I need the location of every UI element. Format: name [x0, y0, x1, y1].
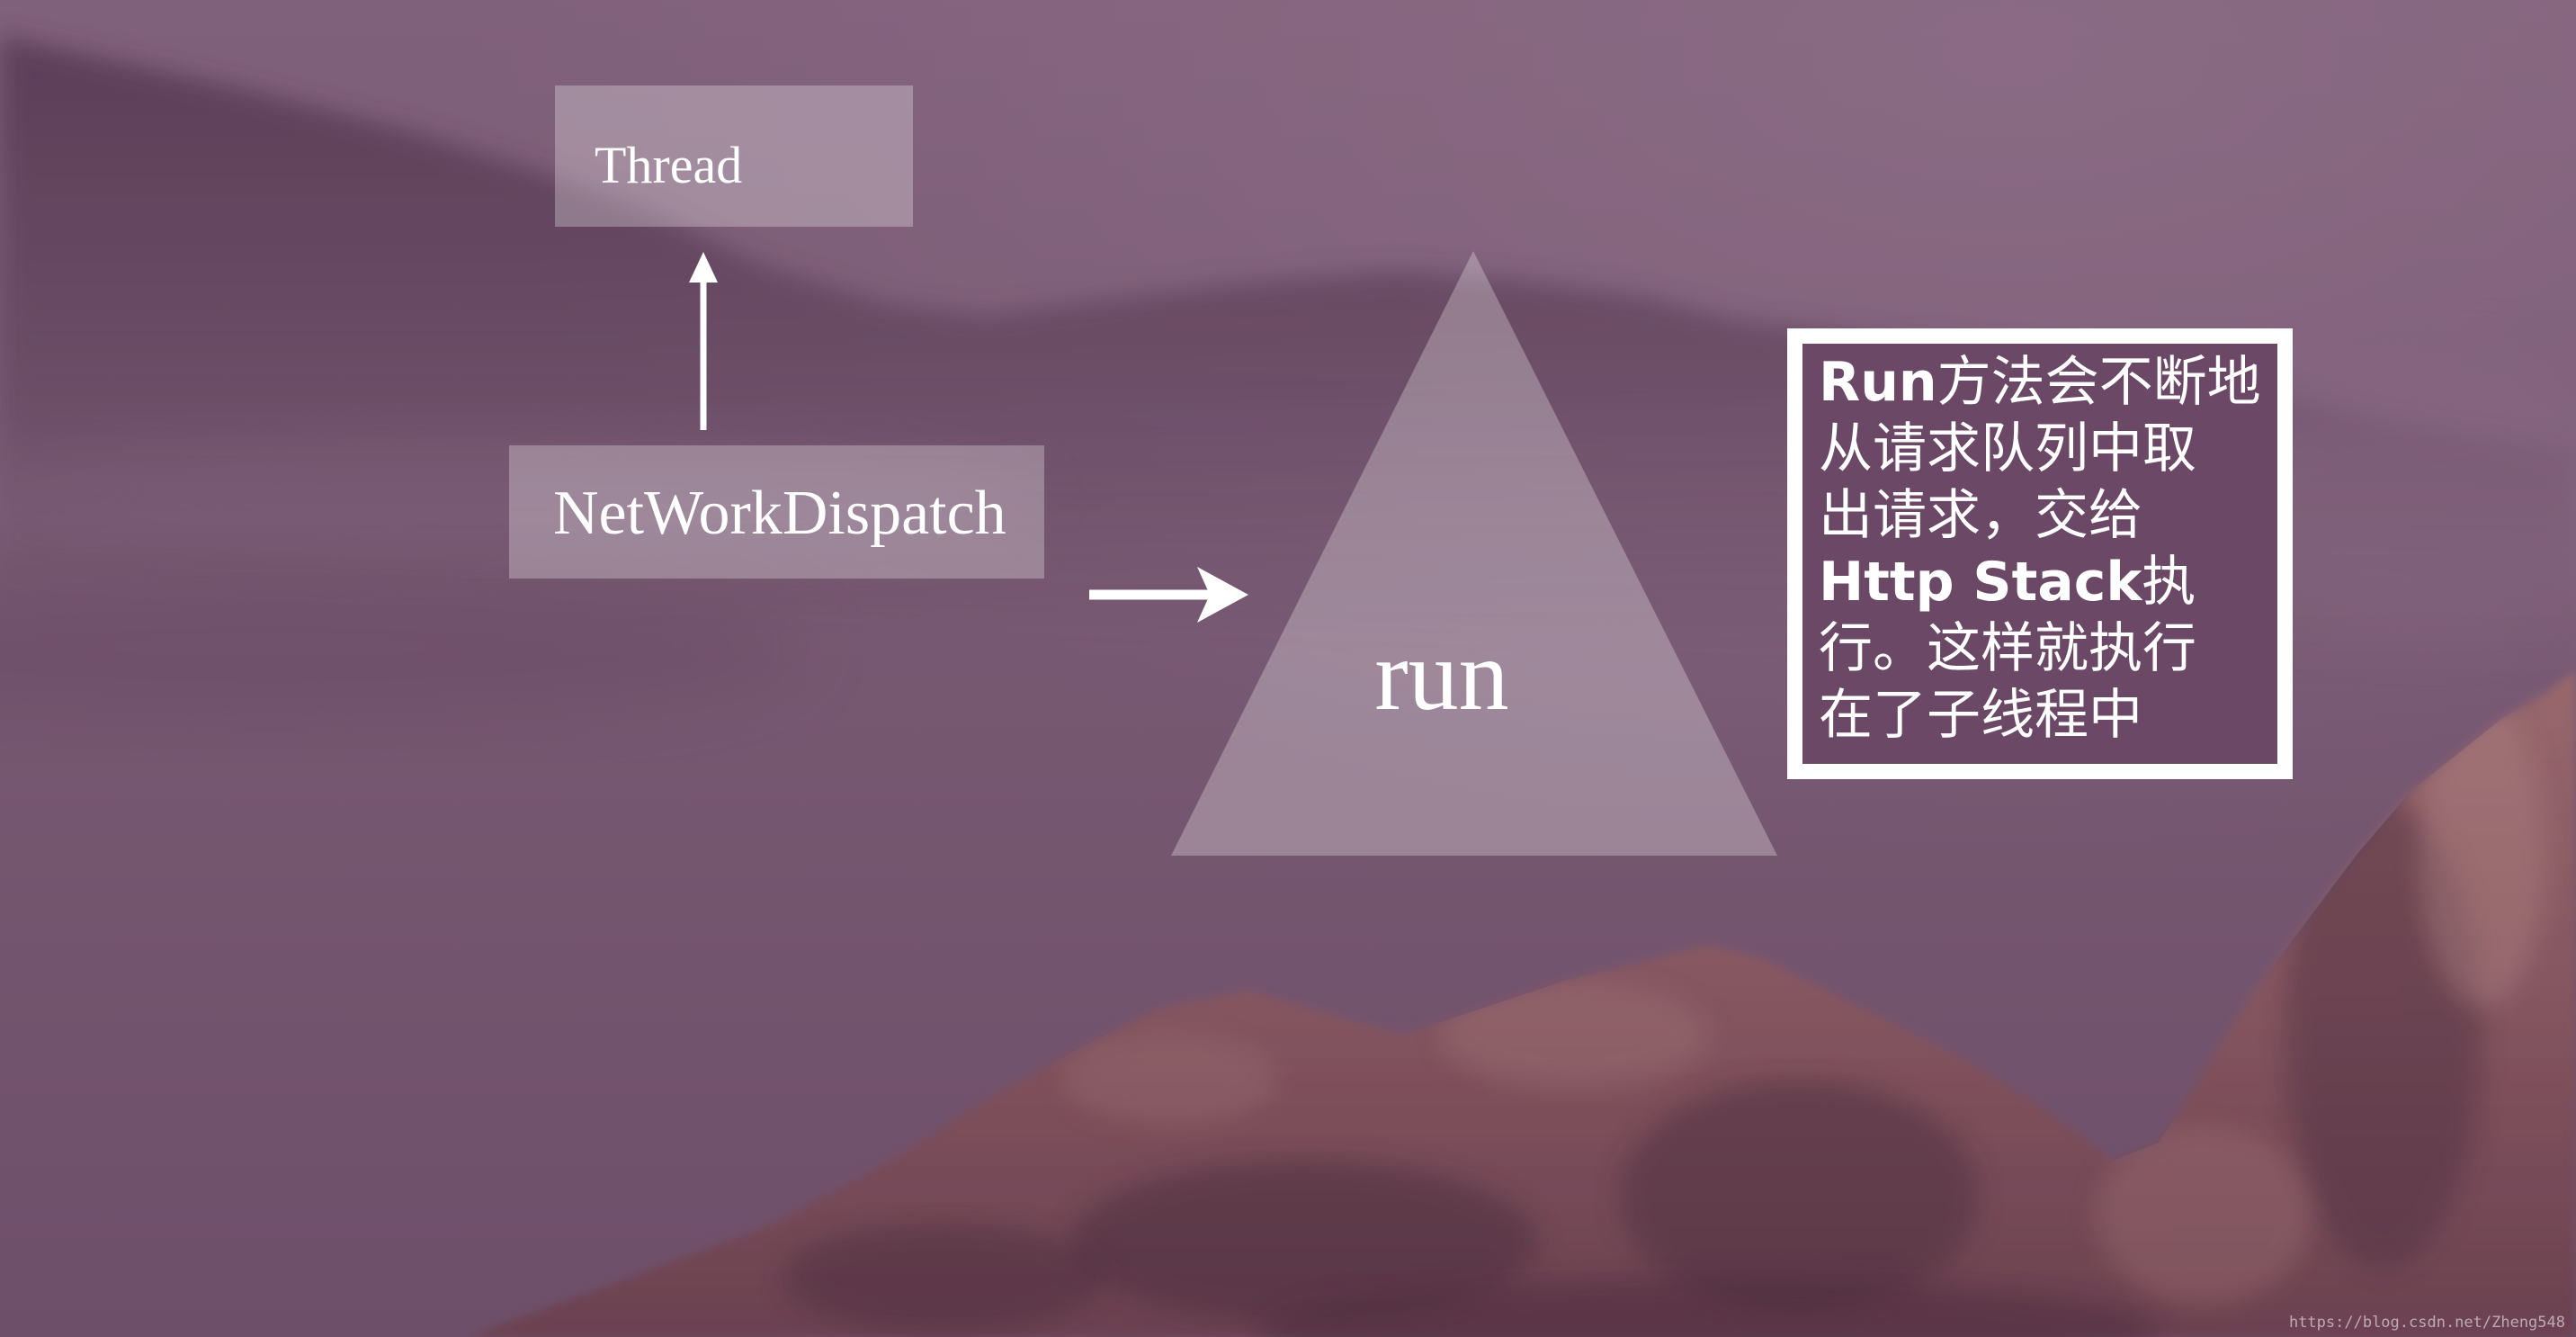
rock-shadow	[1070, 1161, 1538, 1323]
rock-highlight	[1061, 1035, 1277, 1125]
rock-shadow	[783, 1224, 1106, 1332]
thread-label: Thread	[595, 136, 743, 194]
note-line-text: 行。这样就执行	[1819, 617, 2196, 680]
right-arrow-connector	[1089, 567, 1248, 623]
network-dispatch-label: NetWorkDispatch	[553, 479, 1006, 548]
rock-highlight	[1439, 981, 1709, 1089]
note-line: 出请求，交给	[1819, 482, 2277, 549]
watermark: https://blog.csdn.net/Zheng548	[2288, 1314, 2565, 1332]
rock-mountain	[468, 670, 2576, 1337]
note-line-text: 在了子线程中	[1819, 684, 2142, 747]
network-dispatch-box: NetWorkDispatch	[509, 445, 1044, 579]
rock-texture	[783, 702, 2545, 1337]
rock-shadow	[1259, 1278, 2159, 1337]
rock-shadow	[1619, 1080, 1979, 1314]
note-line: Run方法会不断地	[1819, 349, 2277, 416]
note-line: 从请求队列中取	[1819, 416, 2277, 482]
note-line: 行。这样就执行	[1819, 615, 2277, 682]
run-triangle	[1171, 251, 1777, 856]
rock-highlight	[2419, 702, 2545, 1008]
note-line-text: 出请求，交给	[1819, 484, 2142, 547]
arrowhead	[689, 252, 718, 283]
note-line-text: 方法会不断地	[1936, 351, 2261, 414]
run-description-note: Run方法会不断地 从请求队列中取 出请求，交给 Http Stack执 行。这…	[1787, 328, 2293, 779]
note-line-emphasis: Run	[1819, 351, 1937, 414]
arrowhead	[1197, 567, 1248, 623]
thread-box: Thread	[555, 85, 913, 227]
note-line-text: 执	[2142, 551, 2196, 614]
up-arrow-connector	[689, 252, 718, 430]
note-line-text: 从请求队列中取	[1819, 417, 2196, 480]
note-line: Http Stack执	[1819, 549, 2277, 615]
mist-band	[0, 441, 1025, 567]
rock-highlight	[2096, 1125, 2312, 1305]
run-label: run	[1374, 620, 1509, 731]
note-line-emphasis: Http Stack	[1819, 551, 2142, 614]
hill-shadow	[0, 576, 809, 720]
note-line: 在了子线程中	[1819, 682, 2277, 749]
